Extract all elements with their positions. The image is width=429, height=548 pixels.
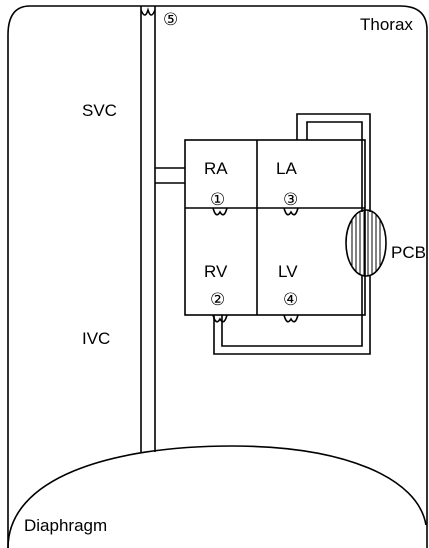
vena-cava-top-notch bbox=[141, 10, 155, 15]
marker-2: ② bbox=[210, 290, 225, 310]
pulmonary-return-outer bbox=[297, 114, 370, 212]
label-lv: LV bbox=[278, 262, 298, 281]
pulmonary-return-inner bbox=[307, 122, 362, 212]
label-thorax: Thorax bbox=[360, 15, 413, 34]
label-svc: SVC bbox=[82, 101, 117, 120]
label-pcb: PCB bbox=[391, 243, 426, 262]
label-ivc: IVC bbox=[82, 329, 110, 348]
marker-5: ⑤ bbox=[163, 10, 178, 30]
valve-rv bbox=[213, 315, 227, 322]
valve-lv bbox=[284, 315, 298, 322]
label-rv: RV bbox=[204, 262, 228, 281]
pcb-hatching bbox=[352, 210, 380, 276]
pulmonary-outflow-inner bbox=[222, 275, 362, 346]
label-ra: RA bbox=[204, 159, 228, 178]
marker-1: ① bbox=[210, 190, 225, 210]
marker-3: ③ bbox=[283, 190, 298, 210]
marker-4: ④ bbox=[283, 290, 298, 310]
label-la: LA bbox=[276, 159, 297, 178]
label-diaphragm: Diaphragm bbox=[24, 516, 107, 535]
